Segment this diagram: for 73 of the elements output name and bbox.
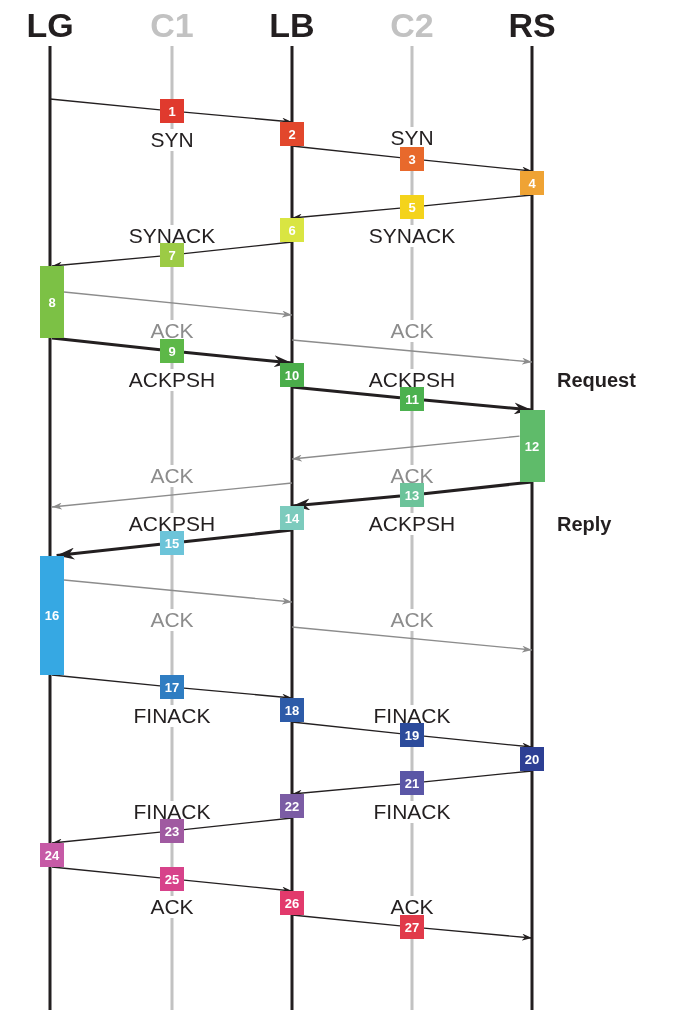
numbered-marker: 11 xyxy=(400,387,424,411)
arrow xyxy=(291,207,401,221)
numbered-marker: 25 xyxy=(160,867,184,891)
edge-label: SYN xyxy=(149,129,195,151)
numbered-marker: 2 xyxy=(280,122,304,146)
edge-label: ACKPSH xyxy=(367,513,457,535)
arrow xyxy=(423,927,533,941)
arrow xyxy=(183,111,293,125)
arrow xyxy=(56,542,161,560)
numbered-marker: 17 xyxy=(160,675,184,699)
numbered-marker: 26 xyxy=(280,891,304,915)
numbered-marker: 14 xyxy=(280,506,304,530)
numbered-marker: 1 xyxy=(160,99,184,123)
connector-line xyxy=(51,674,161,687)
arrow xyxy=(291,494,401,511)
lifeline-header: LB xyxy=(262,6,322,44)
message-label: ACK xyxy=(389,320,435,342)
numbered-marker: 24 xyxy=(40,843,64,867)
numbered-marker: 9 xyxy=(160,339,184,363)
connector-line xyxy=(183,528,293,544)
lifeline-header: RS xyxy=(502,6,562,44)
arrow xyxy=(183,350,293,368)
numbered-marker: 18 xyxy=(280,698,304,722)
arrow xyxy=(51,831,161,846)
edge-label: FINACK xyxy=(372,801,452,823)
edge-label: SYNACK xyxy=(367,225,457,247)
numbered-marker: 20 xyxy=(520,747,544,771)
numbered-marker: 6 xyxy=(280,218,304,242)
numbered-marker: 19 xyxy=(400,723,424,747)
arrow xyxy=(291,783,401,797)
connector-line xyxy=(291,145,401,159)
edge-label: ACK xyxy=(389,896,435,918)
numbered-marker: 22 xyxy=(280,794,304,818)
numbered-marker: 27 xyxy=(400,915,424,939)
arrow xyxy=(423,398,533,415)
arrow xyxy=(183,879,293,894)
connector-line xyxy=(423,480,533,496)
edge-label: ACK xyxy=(149,320,195,342)
numbered-marker: 15 xyxy=(160,531,184,555)
numbered-marker: 8 xyxy=(40,266,64,338)
numbered-marker: 7 xyxy=(160,243,184,267)
edge-label: ACKPSH xyxy=(127,369,217,391)
arrow xyxy=(63,579,293,605)
message-label: ACK xyxy=(149,465,195,487)
connector-line xyxy=(51,336,161,352)
edge-label: ACK xyxy=(149,609,195,631)
arrow xyxy=(423,735,533,750)
numbered-marker: 3 xyxy=(400,147,424,171)
numbered-marker: 4 xyxy=(520,171,544,195)
numbered-marker: 13 xyxy=(400,483,424,507)
numbered-marker: 5 xyxy=(400,195,424,219)
numbered-marker: 16 xyxy=(40,555,64,675)
edge-label: FINACK xyxy=(132,705,212,727)
phase-label: Reply xyxy=(557,512,612,536)
connector-line xyxy=(49,98,161,111)
arrow xyxy=(63,291,293,318)
edge-label: ACK xyxy=(149,896,195,918)
arrow xyxy=(51,255,161,269)
numbered-marker: 12 xyxy=(519,410,545,482)
numbered-marker: 21 xyxy=(400,771,424,795)
arrow xyxy=(423,159,533,174)
numbered-marker: 10 xyxy=(280,363,304,387)
phase-label: Request xyxy=(557,368,636,392)
connector-line xyxy=(291,385,401,400)
lifeline-header: LG xyxy=(20,6,80,44)
arrow xyxy=(291,435,521,462)
numbered-marker: 23 xyxy=(160,819,184,843)
connector-line xyxy=(291,721,401,735)
lifeline-header: C2 xyxy=(382,6,442,44)
lifeline-header: C1 xyxy=(142,6,202,44)
arrow xyxy=(183,687,293,701)
edge-label: SYN xyxy=(389,127,435,149)
message-label: ACK xyxy=(389,609,435,631)
